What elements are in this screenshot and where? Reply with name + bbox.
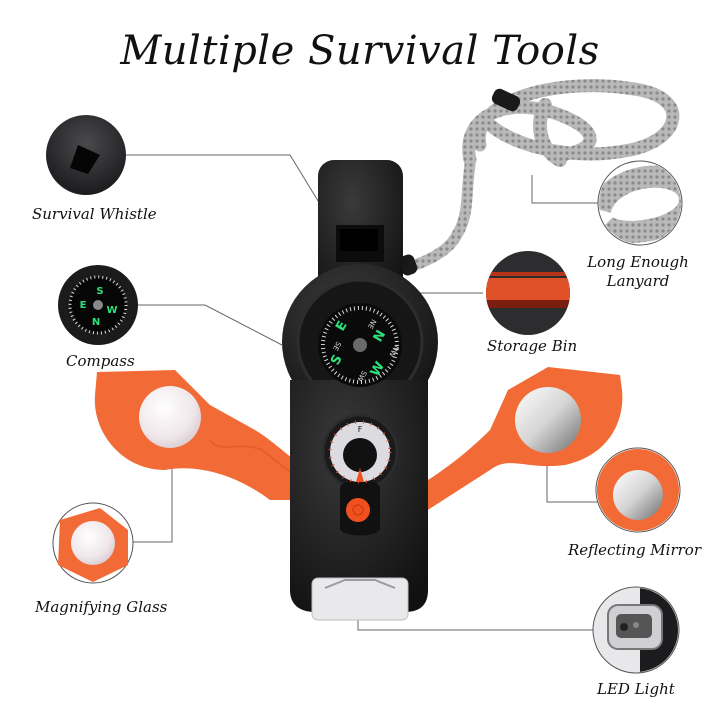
- callout-magnifier: [52, 502, 134, 584]
- label-magnifying-glass: Magnifying Glass: [35, 598, 168, 616]
- label-reflecting-mirror: Reflecting Mirror: [568, 541, 702, 559]
- mirror-arm: [420, 367, 623, 515]
- callout-storage: [486, 251, 570, 335]
- compass-dial: N E S W NE SE SW NW: [318, 303, 402, 387]
- label-storage-bin: Storage Bin: [487, 337, 578, 355]
- svg-text:E: E: [80, 300, 87, 311]
- svg-text:SE: SE: [331, 340, 342, 352]
- svg-text:S: S: [96, 286, 103, 297]
- page-title: Multiple Survival Tools: [120, 28, 600, 74]
- whistle-body: [282, 160, 438, 621]
- thermometer-dial: F: [328, 420, 392, 484]
- label-lanyard-line2: Lanyard: [606, 272, 670, 290]
- magnifier-arm: [94, 370, 346, 516]
- callout-whistle: [46, 115, 126, 195]
- svg-text:N: N: [92, 317, 100, 328]
- label-led-light: LED Light: [597, 680, 675, 698]
- label-survival-whistle: Survival Whistle: [32, 205, 157, 223]
- callout-mirror: [595, 447, 681, 533]
- callout-lanyard: [597, 160, 683, 246]
- callout-compass: SE WN: [58, 265, 138, 345]
- svg-text:W: W: [106, 305, 117, 316]
- svg-text:NE: NE: [366, 318, 378, 330]
- label-compass: Compass: [66, 352, 135, 370]
- svg-text:W: W: [368, 359, 388, 379]
- lanyard-rope: [371, 79, 680, 276]
- label-lanyard-line1: Long Enough: [587, 253, 689, 271]
- svg-text:F: F: [358, 425, 363, 434]
- callout-led: [592, 586, 680, 674]
